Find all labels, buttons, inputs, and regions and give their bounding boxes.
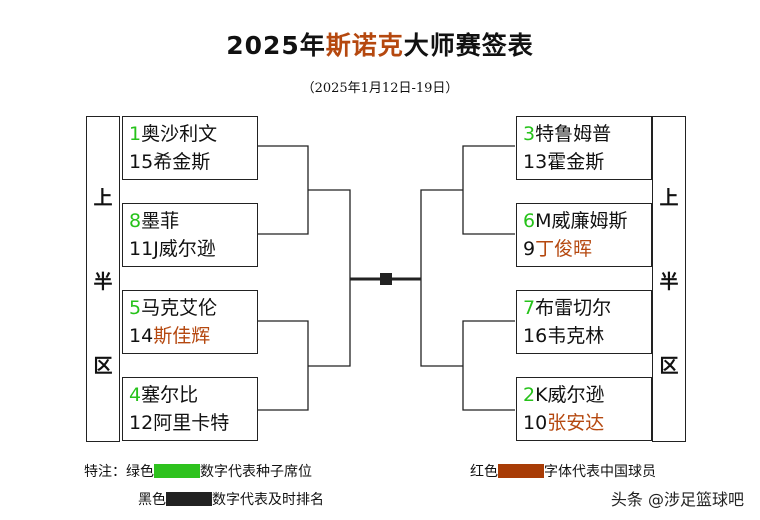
player-row: 5马克艾伦 [129,297,218,319]
bracket-line [258,190,309,235]
player-row: 7布雷切尔 [523,297,612,319]
page-title: 2025年斯诺克大师赛签表 [226,31,534,60]
bracket-line [462,320,515,366]
player-row: 10张安达 [523,412,605,434]
title-highlight: 斯诺克 [325,31,404,60]
player-row: 15希金斯 [129,151,211,173]
player-row: 1奥沙利文 [129,123,218,145]
legend-red: 红色字体代表中国球员 [470,464,656,480]
match-box-left-2: 8墨菲 11J威尔逊 [122,203,258,267]
bracket-line [462,145,515,190]
legend-green: 特注：绿色数字代表种子席位 [84,464,312,480]
player-row: 2K威尔逊 [523,384,605,406]
half-label-right: 上 半 区 [652,116,686,442]
legend-black: 黑色数字代表及时排名 [138,492,324,508]
match-box-left-3: 5马克艾伦 14斯佳辉 [122,290,258,354]
bracket-line [462,366,515,411]
player-row: 8墨菲 [129,210,180,232]
green-swatch [154,464,200,478]
black-swatch [166,492,212,506]
player-row: 11J威尔逊 [129,238,216,260]
bracket-line [258,320,309,366]
watermark: 头条 @涉足篮球吧 [610,490,744,509]
player-row: 9丁俊晖 [523,238,593,260]
match-box-right-3: 7布雷切尔 16韦克林 [516,290,652,354]
player-row: 14斯佳辉 [129,325,211,347]
bracket-line [258,145,309,190]
player-row: 16韦克林 [523,325,605,347]
player-row: 3特鲁姆普 [523,123,612,145]
date-range: （2025年1月12日-19日） [301,81,459,96]
player-row: 13霍金斯 [523,151,605,173]
match-box-right-4: 2K威尔逊 10张安达 [516,377,652,441]
bracket-line [258,366,309,411]
final-marker [380,273,392,285]
match-box-right-1: 3特鲁姆普 13霍金斯 [516,116,652,180]
bracket-line [462,190,515,235]
match-box-left-1: 1奥沙利文 15希金斯 [122,116,258,180]
player-row: 6M威廉姆斯 [523,210,628,232]
half-label-left: 上 半 区 [86,116,120,442]
player-row: 4塞尔比 [129,384,199,406]
player-row: 12阿里卡特 [129,412,230,434]
bracket-line [420,189,463,367]
red-swatch [498,464,544,478]
bracket-line [308,189,351,367]
match-box-right-2: 6M威廉姆斯 9丁俊晖 [516,203,652,267]
match-box-left-4: 4塞尔比 12阿里卡特 [122,377,258,441]
